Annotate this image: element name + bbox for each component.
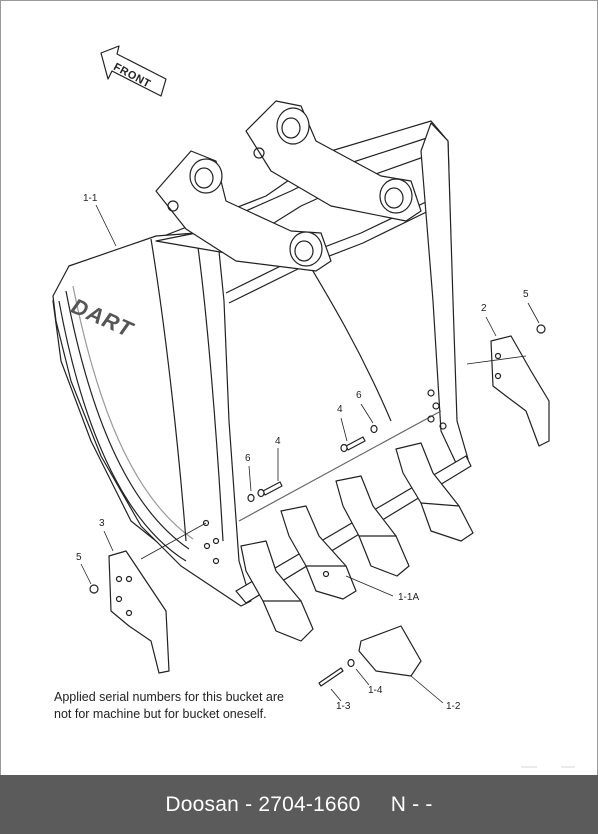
footer-suffix: N - -: [390, 792, 433, 816]
callout-1-1a: 1-1A: [398, 592, 420, 603]
callout-1-3: 1-3: [336, 701, 351, 712]
callout-1-1: 1-1: [83, 193, 98, 204]
bucket-exploded-diagram: DART FRONT 1-1 2 5 6 4 4 6 3 5 1-1A 1-4 …: [0, 0, 598, 776]
callout-6-left: 6: [245, 453, 251, 464]
tooth-points: [262, 502, 474, 677]
mounting-brackets: [155, 100, 422, 272]
note-line-2: not for machine but for bucket oneself.: [54, 707, 267, 721]
footer-part-number: 2704-1660: [258, 792, 361, 816]
tooth-adapters: [240, 442, 460, 612]
bucket-drawing: [52, 45, 575, 768]
side-cutter-3: [89, 550, 170, 674]
callout-6-right: 6: [356, 390, 362, 401]
callout-5-left: 5: [76, 552, 82, 563]
side-bolt-holes: [202, 389, 447, 565]
callout-5-right: 5: [523, 289, 529, 300]
callout-4-left: 4: [275, 436, 281, 447]
callout-4-right: 4: [337, 404, 343, 415]
callout-3: 3: [99, 518, 105, 529]
footer-separator: -: [245, 792, 253, 816]
leader-lines: [80, 204, 540, 704]
bolts-and-washers: [247, 424, 378, 687]
side-cutter-2: [490, 324, 550, 447]
front-arrow-icon: [100, 45, 167, 97]
serial-number-note: Applied serial numbers for this bucket a…: [54, 689, 284, 723]
callout-1-4: 1-4: [368, 685, 383, 696]
callout-2: 2: [481, 303, 487, 314]
footer-brand: Doosan: [165, 792, 240, 816]
callout-1-2: 1-2: [446, 701, 461, 712]
footer-bar: Doosan - 2704-1660 N - -: [0, 775, 598, 834]
note-line-1: Applied serial numbers for this bucket a…: [54, 690, 284, 704]
